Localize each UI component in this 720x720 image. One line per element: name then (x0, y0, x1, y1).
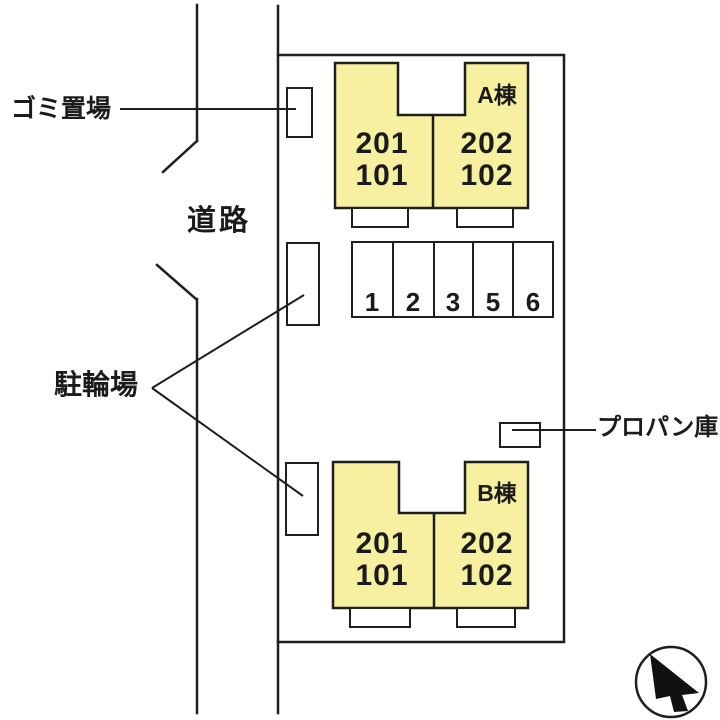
unit-number: 202 (460, 527, 514, 560)
building-a-left-unit: 201 101 (337, 128, 427, 192)
building-a-entrance-right (456, 207, 514, 228)
building-b-right-unit: 202 102 (442, 528, 532, 592)
parking-space-number: 1 (364, 287, 380, 317)
unit-number: 102 (460, 559, 514, 592)
building-b-entrance-right (456, 607, 516, 628)
unit-number: 102 (460, 159, 514, 192)
bicycle-parking-box-upper (286, 242, 320, 326)
unit-number: 202 (460, 127, 514, 160)
building-a-name: A棟 (477, 82, 517, 108)
parking-lot (351, 241, 554, 318)
road-line (155, 3, 199, 715)
site-boundary (276, 4, 566, 715)
road-label: 道路 (187, 205, 252, 237)
garbage-area-box (286, 87, 313, 138)
bicycle-leader-line-lower (151, 387, 304, 497)
bicycle-leader-line-upper (151, 294, 305, 389)
building-a-shape (333, 61, 530, 228)
building-b-shape (331, 460, 530, 628)
compass-icon (634, 645, 708, 719)
propane-storage-box (499, 422, 541, 448)
unit-number: 101 (355, 159, 409, 192)
parking-space-number: 2 (405, 287, 421, 317)
building-b-entrance-left (349, 607, 411, 628)
building-b-left-unit: 201 101 (337, 528, 427, 592)
parking-space-number: 6 (525, 287, 541, 317)
garbage-area-label: ゴミ置場 (11, 95, 112, 123)
bicycle-parking-box-lower (285, 462, 319, 536)
building-a-right-unit: 202 102 (442, 128, 532, 192)
unit-number: 101 (355, 559, 409, 592)
parking-space-number: 3 (445, 287, 461, 317)
bicycle-parking-label: 駐輪場 (54, 369, 139, 400)
building-b-name: B棟 (477, 480, 517, 506)
parking-space-number: 5 (485, 287, 501, 317)
unit-number: 201 (355, 527, 409, 560)
building-a-entrance-left (351, 207, 409, 228)
unit-number: 201 (355, 127, 409, 160)
propane-storage-label: プロパン庫 (597, 414, 719, 441)
